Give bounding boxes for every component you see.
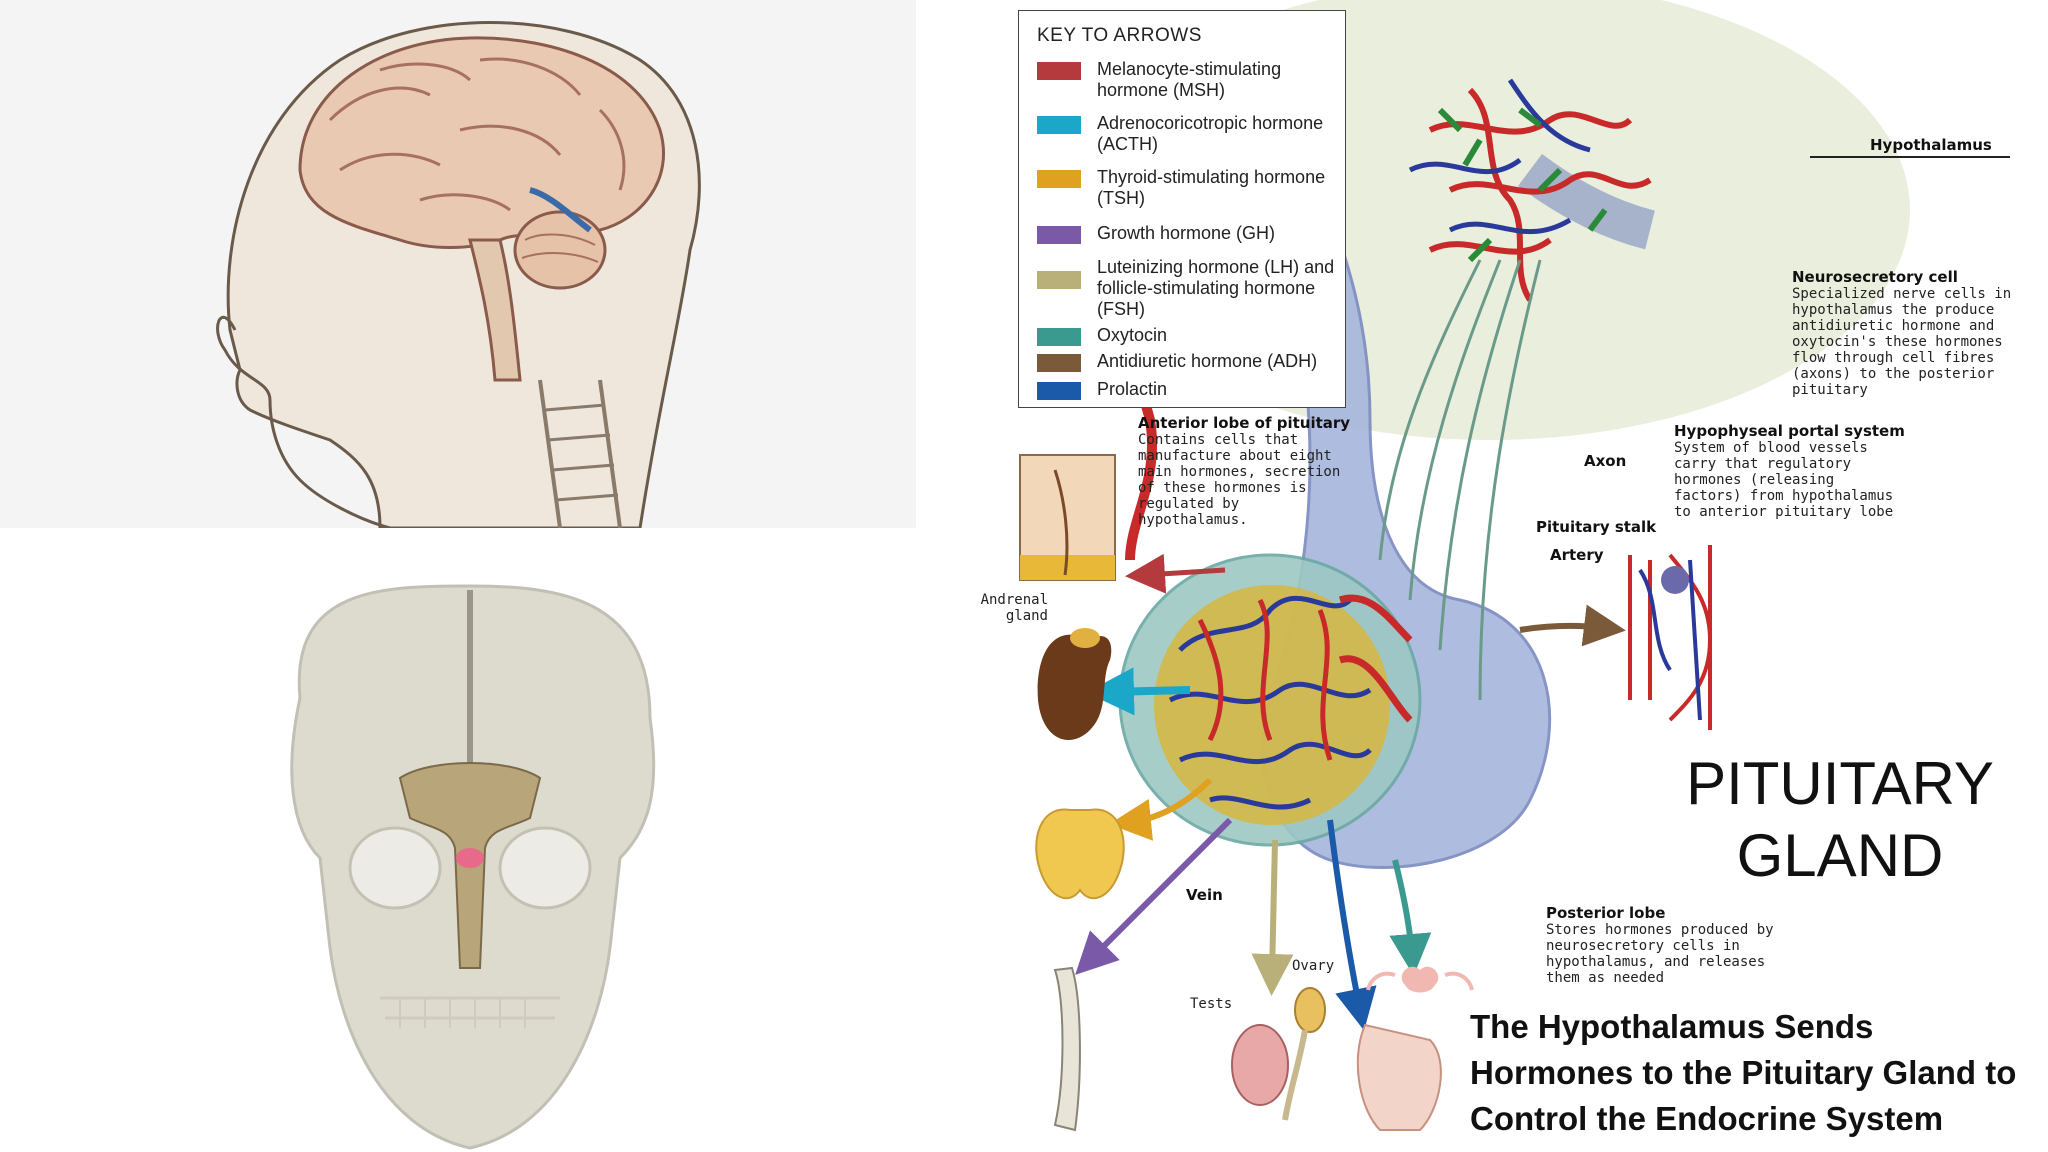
label-axon: Axon	[1584, 452, 1627, 470]
key-label-msh: Melanocyte-stimulating hormone (MSH)	[1097, 59, 1282, 100]
leader-line-hypothalamus	[1810, 156, 2010, 158]
key-swatch-prolactin	[1037, 382, 1081, 400]
key-swatch-oxytocin	[1037, 328, 1081, 346]
arrow-key-legend: KEY TO ARROWS Melanocyte-stimulating hor…	[1018, 10, 1346, 408]
key-item-acth: Adrenocoricotropic hormone (ACTH)	[1037, 113, 1337, 155]
label-tests: Tests	[1190, 996, 1233, 1012]
label-ovary: Ovary	[1292, 958, 1335, 974]
key-label-tsh: Thyroid-stimulating hormone (TSH)	[1097, 167, 1326, 208]
key-swatch-gh	[1037, 226, 1081, 244]
key-swatch-adh	[1037, 354, 1081, 372]
key-item-adh: Antidiuretic hormone (ADH)	[1037, 351, 1337, 372]
key-label-adh: Antidiuretic hormone (ADH)	[1097, 351, 1318, 371]
label-posterior-title: Posterior lobe	[1546, 904, 1666, 922]
key-title: KEY TO ARROWS	[1037, 25, 1202, 46]
key-label-gh: Growth hormone (GH)	[1097, 223, 1276, 243]
key-label-acth: Adrenocoricotropic hormone (ACTH)	[1097, 113, 1324, 154]
label-neurosecretory-body: Specialized nerve cells in hypothalamus …	[1792, 286, 2012, 398]
key-item-msh: Melanocyte-stimulating hormone (MSH)	[1037, 59, 1337, 101]
label-anterior-title: Anterior lobe of pituitary	[1138, 414, 1351, 432]
label-posterior-body: Stores hormones produced by neurosecreto…	[1546, 922, 1774, 986]
key-item-lh-fsh: Luteinizing hormone (LH) and follicle-st…	[1037, 257, 1337, 320]
label-portal-body: System of blood vessels carry that regul…	[1674, 440, 1894, 520]
key-label-prolactin: Prolactin	[1097, 379, 1168, 399]
key-item-gh: Growth hormone (GH)	[1037, 223, 1337, 244]
key-item-oxytocin: Oxytocin	[1037, 325, 1337, 346]
slide-caption: The Hypothalamus Sends Hormones to the P…	[1470, 1008, 2017, 1137]
key-swatch-acth	[1037, 116, 1081, 134]
key-swatch-msh	[1037, 62, 1081, 80]
key-item-tsh: Thyroid-stimulating hormone (TSH)	[1037, 167, 1337, 209]
label-vein: Vein	[1186, 886, 1223, 904]
key-swatch-lh-fsh	[1037, 271, 1081, 289]
label-pituitary-stalk: Pituitary stalk	[1536, 518, 1657, 536]
key-label-lh-fsh: Luteinizing hormone (LH) and follicle-st…	[1097, 257, 1335, 319]
label-artery: Artery	[1550, 546, 1604, 564]
key-item-prolactin: Prolactin	[1037, 379, 1337, 400]
label-hypothalamus: Hypothalamus	[1870, 136, 1992, 154]
key-swatch-tsh	[1037, 170, 1081, 188]
label-neurosecretory-title: Neurosecretory cell	[1792, 268, 1958, 286]
label-portal-title: Hypophyseal portal system	[1674, 422, 1905, 440]
skull-brainstem-illustration	[0, 528, 916, 1152]
key-label-oxytocin: Oxytocin	[1097, 325, 1168, 345]
label-anterior-body: Contains cells that manufacture about ei…	[1138, 432, 1341, 528]
sagittal-head-illustration	[0, 0, 916, 528]
diagram-title: PITUITARY GLAND	[1686, 750, 1994, 889]
label-adrenal-gland: Andrenal gland	[980, 592, 1048, 624]
